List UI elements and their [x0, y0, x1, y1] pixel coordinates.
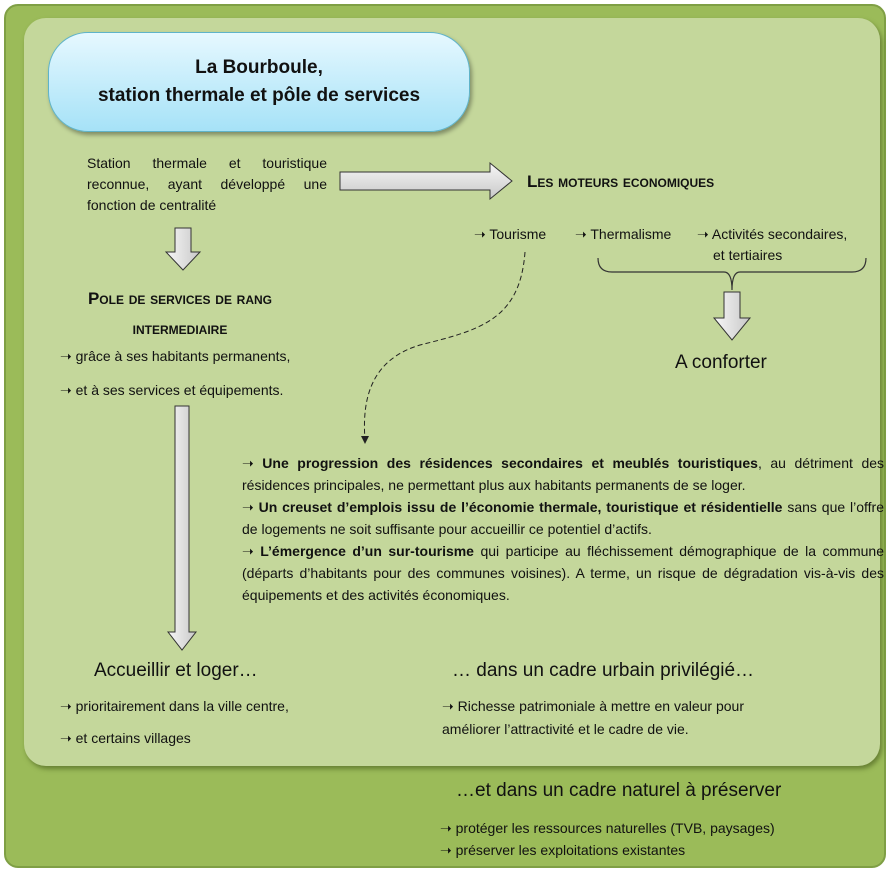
conforter-label: A conforter — [675, 352, 767, 373]
moteur-activites: ➝ Activités secondaires,et tertiaires — [697, 226, 848, 263]
intro-text: Station thermale et touristique reconnue… — [87, 155, 327, 213]
naturel-item: ➝ protéger les ressources naturelles (TV… — [440, 820, 775, 836]
dashed-arrowhead — [361, 436, 369, 444]
naturel-item: ➝ préserver les exploitations existantes — [440, 842, 686, 858]
down-arrow-conforter — [712, 291, 752, 341]
dashed-connector — [363, 251, 526, 441]
arrow-icon: ➝ — [60, 348, 72, 364]
moteur-thermalisme: ➝ Thermalisme — [575, 226, 672, 242]
title-line-2: station thermale et pôle de services — [97, 85, 421, 106]
inner-panel — [24, 18, 880, 766]
long-down-arrow — [166, 405, 198, 651]
brace — [597, 257, 867, 291]
pole-item: ➝ grâce à ses habitants permanents, — [60, 348, 291, 364]
arrow-icon: ➝ — [697, 226, 709, 242]
arrow-icon: ➝ — [60, 382, 72, 398]
down-arrow-pole — [164, 227, 202, 271]
constat-item: ➝ L’émergence d’un sur-tourisme qui part… — [242, 543, 885, 603]
accueillir-item: ➝ et certains villages — [60, 730, 191, 746]
constat-item: ➝ Un creuset d’emplois issu de l’économi… — [242, 499, 884, 537]
moteurs-heading: Les moteurs economiques — [527, 172, 715, 191]
right-arrow — [339, 161, 513, 201]
naturel-heading: …et dans un cadre naturel à préserver — [456, 780, 782, 801]
pole-item: ➝ et à ses services et équipements. — [60, 382, 284, 398]
urbain-heading: … dans un cadre urbain privilégié… — [452, 660, 755, 681]
arrow-icon: ➝ — [575, 226, 587, 242]
moteur-tourisme: ➝ Tourisme — [474, 226, 547, 242]
arrow-icon: ➝ — [474, 226, 486, 242]
accueillir-heading: Accueillir et loger… — [94, 660, 258, 681]
title-box: La Bourboule, station thermale et pôle d… — [48, 32, 470, 132]
accueillir-item: ➝ prioritairement dans la ville centre, — [60, 698, 289, 714]
constat-item: ➝ Une progression des résidences seconda… — [242, 455, 885, 493]
urbain-text: ➝ Richesse patrimoniale à mettre en vale… — [442, 698, 744, 737]
constats-paragraph: ➝ Une progression des résidences seconda… — [242, 452, 884, 606]
title-line-1: La Bourboule, — [195, 57, 323, 78]
